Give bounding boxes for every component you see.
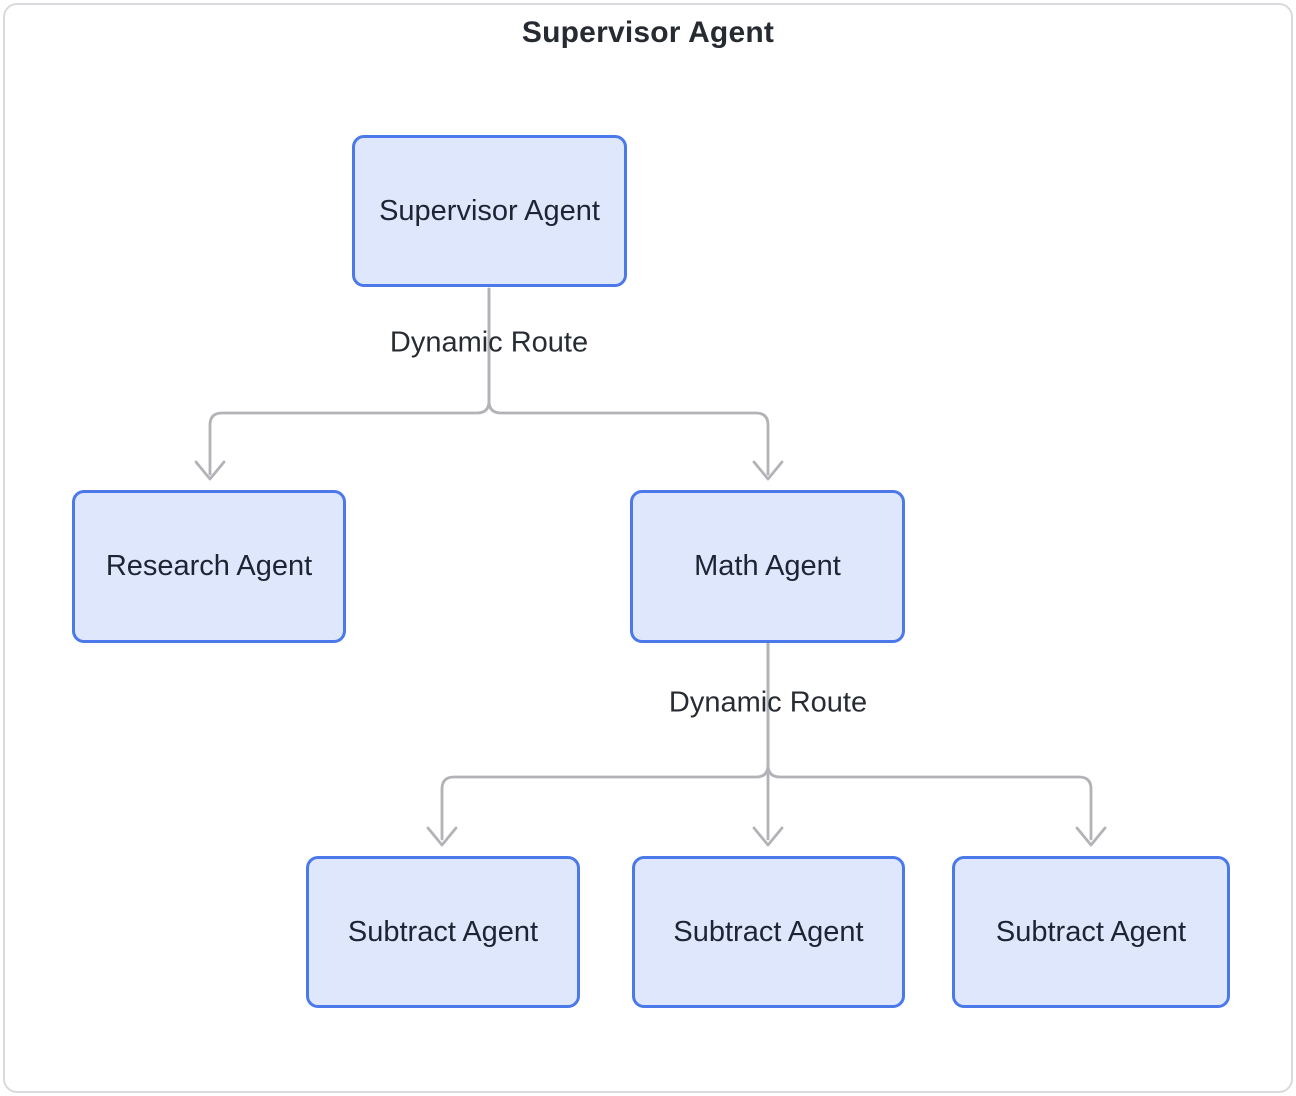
node-subtract-agent-2: Subtract Agent bbox=[632, 856, 905, 1008]
node-label: Subtract Agent bbox=[673, 915, 864, 948]
node-label: Subtract Agent bbox=[995, 915, 1187, 948]
node-subtract-agent-1: Subtract Agent bbox=[306, 856, 580, 1008]
edge-supervisor-math bbox=[487, 287, 770, 476]
diagram-title: Supervisor Agent bbox=[521, 16, 775, 49]
edge-supervisor-research bbox=[208, 287, 491, 476]
node-label: Subtract Agent bbox=[347, 915, 539, 948]
node-subtract-agent-3: Subtract Agent bbox=[952, 856, 1230, 1008]
node-label: Math Agent bbox=[694, 550, 841, 582]
edge-label-dynamic-route-2: Dynamic Route bbox=[668, 686, 868, 719]
arrowhead-down bbox=[752, 826, 784, 847]
arrowhead-down bbox=[194, 460, 226, 481]
node-research-agent: Research Agent bbox=[72, 490, 346, 643]
node-supervisor-agent: Supervisor Agent bbox=[352, 135, 627, 287]
node-label: Research Agent bbox=[105, 550, 313, 582]
arrowhead-down bbox=[1075, 826, 1107, 847]
arrowhead-down bbox=[426, 826, 458, 847]
edge-math-subtract-3 bbox=[766, 642, 1093, 841]
node-math-agent: Math Agent bbox=[630, 490, 905, 643]
arrowhead-down bbox=[752, 460, 784, 481]
edge-label-dynamic-route-1: Dynamic Route bbox=[389, 326, 589, 359]
node-label: Supervisor Agent bbox=[379, 194, 600, 227]
edge-math-subtract-1 bbox=[440, 642, 770, 841]
